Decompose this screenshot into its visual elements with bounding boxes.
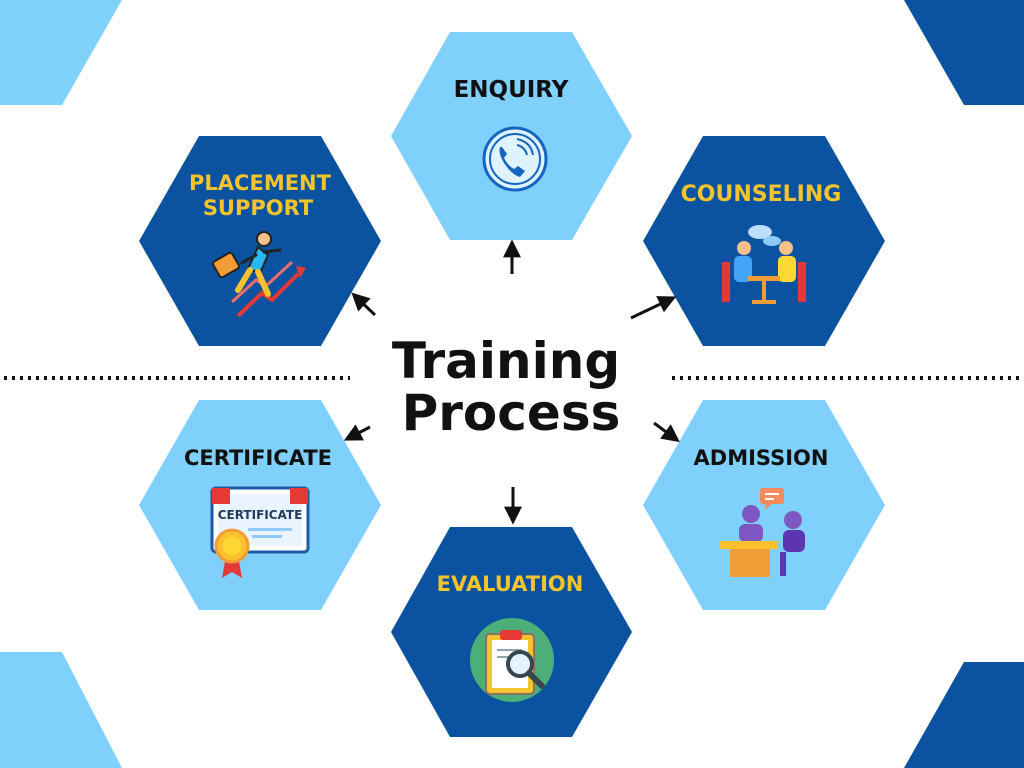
step-evaluation: EVALUATION: [391, 527, 632, 737]
corner-decoration-top-right: [904, 0, 1024, 105]
counseling-meeting-icon: [722, 225, 806, 304]
phone-icon: [482, 126, 548, 192]
certificate-icon: CERTIFICATE: [210, 486, 310, 578]
corner-decoration-top-left: [0, 0, 122, 105]
step-admission: ADMISSION: [643, 400, 885, 610]
corner-decoration-bottom-right: [904, 662, 1024, 768]
admission-desk-icon: [720, 488, 805, 577]
arrow-to-placement: [351, 292, 377, 317]
step-certificate: CERTIFICATE CERTIFICATE: [139, 400, 381, 610]
enquiry-label: ENQUIRY: [454, 77, 569, 103]
arrow-to-certificate: [343, 424, 371, 441]
certificate-icon-text: CERTIFICATE: [218, 508, 303, 522]
title-line1: Training: [392, 332, 620, 390]
arrow-to-admission: [653, 421, 680, 443]
step-placement-support: PLACEMENT SUPPORT: [139, 136, 381, 346]
placement-label-line2: SUPPORT: [203, 196, 314, 220]
career-growth-icon: [212, 231, 306, 318]
step-counseling: COUNSELING: [643, 136, 885, 346]
title-line2: Process: [402, 384, 621, 442]
corner-decoration-bottom-left: [0, 652, 122, 768]
hexagon-admission: [643, 400, 885, 610]
step-enquiry: ENQUIRY: [391, 32, 632, 240]
counseling-label: COUNSELING: [681, 182, 842, 207]
clipboard-magnifier-icon: [470, 618, 554, 702]
admission-label: ADMISSION: [694, 446, 829, 470]
placement-label-line1: PLACEMENT: [189, 171, 332, 195]
certificate-label: CERTIFICATE: [184, 446, 332, 470]
evaluation-label: EVALUATION: [437, 572, 584, 596]
arrow-to-counseling: [630, 296, 677, 320]
